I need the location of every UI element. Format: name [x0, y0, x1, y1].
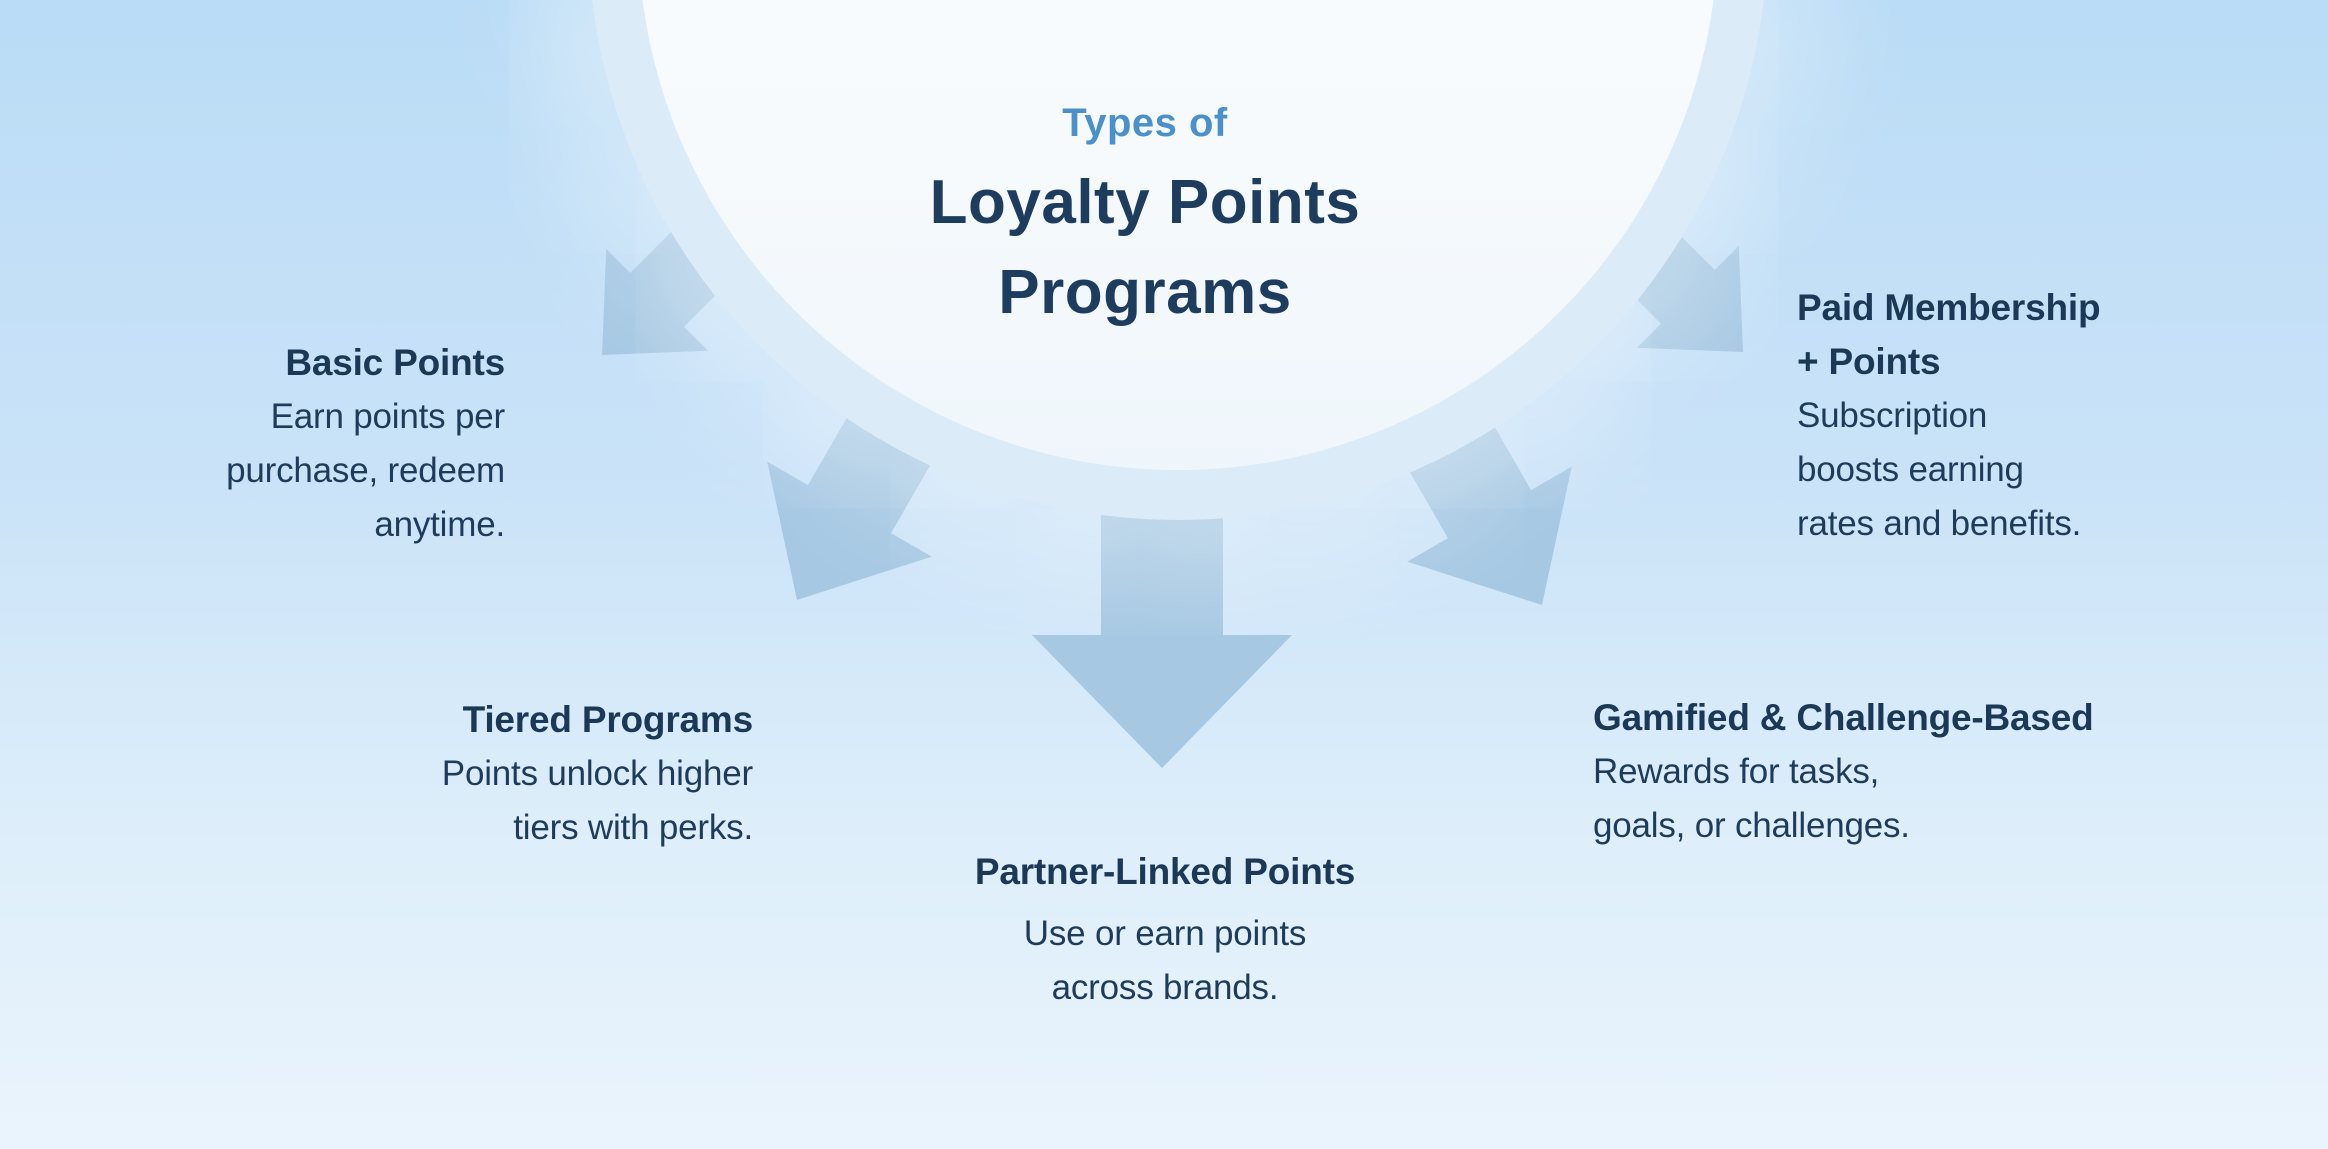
section-body-line: tiers with perks.: [513, 808, 753, 847]
section-body-line: Use or earn points: [1023, 914, 1307, 953]
section-heading: Gamified & Challenge-Based: [1593, 697, 2094, 738]
section-partner-linked-points: Partner-Linked Points Use or earn points…: [765, 845, 1565, 1015]
title-main-line-2: Programs: [998, 258, 1292, 327]
section-heading-line: Paid Membership: [1797, 287, 2101, 328]
title-main-line-1: Loyalty Points: [929, 168, 1361, 237]
section-basic-points: Basic Points Earn points per purchase, r…: [226, 336, 505, 552]
title-kicker: Types of: [1062, 101, 1228, 145]
section-body-line: boosts earning: [1797, 450, 2024, 489]
section-body-line: rates and benefits.: [1797, 504, 2082, 543]
section-body: Points unlock higher tiers with perks.: [442, 747, 753, 855]
section-body-line: purchase, redeem: [226, 451, 505, 490]
section-body-line: across brands.: [1051, 968, 1279, 1007]
section-heading: Partner-Linked Points: [974, 851, 1356, 892]
section-heading: Tiered Programs: [462, 699, 754, 740]
section-body-line: anytime.: [374, 505, 505, 544]
section-body-line: Rewards for tasks,: [1593, 752, 1880, 791]
section-paid-membership-points: Paid Membership + Points Subscription bo…: [1797, 281, 2101, 551]
section-gamified-challenge-based: Gamified & Challenge-Based Rewards for t…: [1593, 691, 2094, 853]
section-body-line: Earn points per: [270, 397, 506, 436]
section-heading-line: + Points: [1797, 341, 1941, 382]
section-body: Use or earn points across brands.: [765, 907, 1565, 1015]
section-body: Earn points per purchase, redeem anytime…: [226, 390, 505, 552]
section-body: Rewards for tasks, goals, or challenges.: [1593, 745, 2094, 853]
section-body-line: Subscription: [1797, 396, 1988, 435]
partner-linked-arrow-icon: [1032, 308, 1292, 768]
page-title: Types of Loyalty Points Programs: [815, 96, 1475, 338]
section-tiered-programs: Tiered Programs Points unlock higher tie…: [442, 693, 753, 855]
section-body-line: goals, or challenges.: [1593, 806, 1910, 845]
section-heading: Basic Points: [285, 342, 505, 383]
section-body: Subscription boosts earning rates and be…: [1797, 389, 2100, 551]
section-body-line: Points unlock higher: [441, 754, 753, 793]
